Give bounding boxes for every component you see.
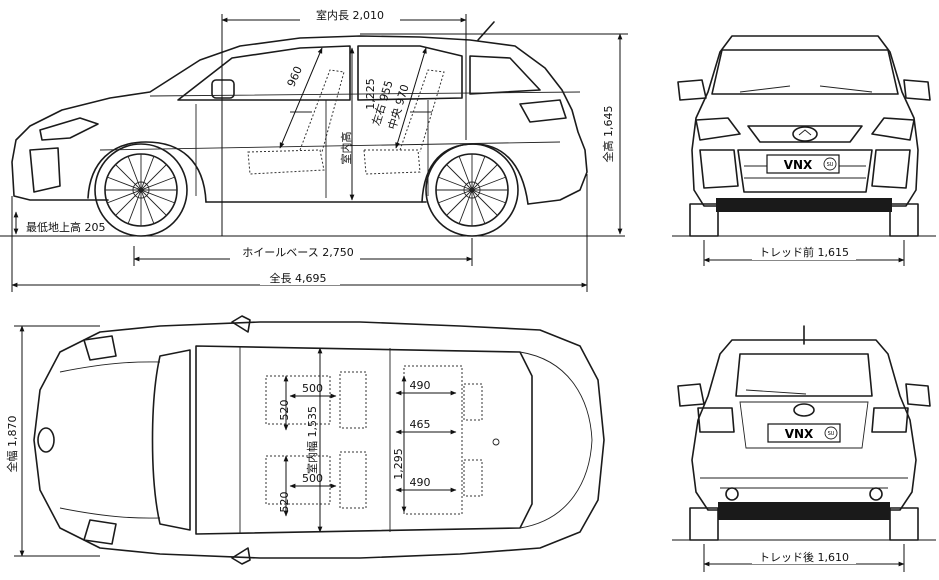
front-windshield (711, 49, 899, 95)
front-fog-left (699, 149, 739, 189)
seat-depth-left-label: 520 (278, 400, 291, 421)
rear-tailgate (739, 401, 869, 449)
top-hood-lines (59, 361, 161, 519)
front-mirror-right (903, 79, 931, 101)
top-front-logo-icon (37, 427, 55, 453)
top-front-right-seat (265, 451, 367, 509)
top-view: 全幅 1,870 室内幅 1,535 520 520 500 500 490 4… (5, 315, 605, 565)
front-upper-grille (747, 125, 863, 143)
rear-logo-icon (793, 403, 815, 417)
ground-clearance-label: 最低地上高 205 (26, 220, 106, 234)
seat-width-right-label: 500 (302, 472, 323, 485)
front-body-outline (691, 35, 919, 207)
rear-center-label: 465 (410, 418, 431, 431)
front-seatback-line (279, 47, 323, 149)
side-headlamp (39, 117, 99, 141)
front-underbody (716, 198, 892, 212)
rear-license-plate (767, 423, 841, 443)
top-interior-bounds (239, 346, 391, 534)
overall-width-label: 全幅 1,870 (5, 416, 19, 473)
wheelbase-label: ホイールベース 2,750 (242, 246, 353, 259)
side-antenna (477, 21, 495, 41)
rear-window (735, 353, 873, 397)
rear-underbody (718, 502, 890, 520)
front-plate-badge: SU (827, 162, 834, 168)
front-headlamp-left (695, 117, 741, 141)
tread-front-label: トレッド前 1,615 (759, 245, 849, 259)
front-view: VNX SU トレッド前 1,615 (672, 35, 936, 266)
front-fog-right (871, 149, 911, 189)
overall-height-label: 全高 1,645 (601, 106, 615, 163)
rear-mirror-left (677, 383, 705, 407)
side-rear-arch (421, 143, 529, 205)
top-mirror-left (231, 315, 251, 333)
rear-seat-left-label: 490 (410, 379, 431, 392)
top-fuel-cap-icon (492, 438, 500, 446)
rear-bumper-lines (700, 477, 908, 489)
side-fog-lamp (29, 147, 61, 193)
seat-width-left-label: 500 (302, 382, 323, 395)
front-logo-icon (792, 126, 818, 142)
side-character-line (99, 141, 561, 151)
side-door-lines (149, 91, 581, 198)
front-seatback-label: 960 (285, 64, 305, 88)
rear-seat-right-label: 490 (410, 476, 431, 489)
front-mirror-left (677, 79, 707, 101)
interior-length-label: 室内長 2,010 (316, 8, 384, 22)
front-plate-text: VNX (784, 158, 813, 172)
side-rear-seat (363, 69, 445, 175)
rear-mirror-right (905, 383, 931, 407)
side-mirror (211, 79, 235, 99)
front-tire-left (689, 203, 719, 237)
front-wipers (739, 85, 873, 93)
side-front-window (177, 45, 351, 101)
rear-plate-badge: SU (828, 431, 835, 437)
top-mirror-right (231, 547, 251, 565)
front-headlamp-right (871, 117, 915, 141)
rear-tire-right (889, 507, 919, 541)
top-rear-glass (519, 351, 593, 529)
tread-rear-label: トレッド後 1,610 (759, 550, 849, 564)
top-headlamp-left (83, 335, 117, 361)
interior-height-value: 1,225 (364, 78, 377, 110)
rear-seat-span-label: 1,295 (392, 448, 405, 480)
front-tire-right (889, 203, 919, 237)
front-plate-badge-icon (823, 157, 837, 171)
rear-headroom-line (395, 47, 427, 149)
side-rear-window (357, 45, 463, 101)
side-front-arch (87, 141, 207, 203)
rear-lamp-right (871, 407, 909, 433)
overall-length-label: 全長 4,695 (270, 271, 327, 285)
top-front-left-seat (265, 371, 367, 429)
side-view: 室内長 2,010 全高 1,645 室内高 1,225 960 左右 955 … (0, 8, 628, 292)
rear-tire-left (689, 507, 719, 541)
interior-height-text: 室内高 (339, 132, 353, 165)
rear-exhaust-left-icon (725, 487, 739, 501)
rear-wiper (745, 389, 807, 395)
rear-plate-text: VNX (785, 427, 814, 441)
side-tail-lamp (519, 99, 567, 123)
top-headlamp-right (83, 519, 117, 545)
rear-view: VNX SU トレッド後 1,610 (672, 325, 936, 572)
front-license-plate (766, 154, 840, 174)
side-quarter-window (469, 55, 541, 95)
top-body-outline (33, 321, 605, 559)
side-rear-wheel (425, 143, 519, 237)
top-windshield (151, 349, 191, 531)
rear-plate-badge-icon (824, 426, 838, 440)
rear-lamp-left (697, 407, 735, 433)
side-front-wheel (94, 143, 188, 237)
front-logo-mark (798, 129, 812, 136)
interior-width-label: 室内幅 1,535 (305, 406, 319, 474)
seat-depth-right-label: 520 (278, 492, 291, 513)
side-front-seat (247, 69, 345, 175)
front-lower-grille (737, 149, 873, 193)
top-roof (195, 345, 533, 535)
rear-exhaust-right-icon (869, 487, 883, 501)
side-body-outline (11, 35, 588, 205)
